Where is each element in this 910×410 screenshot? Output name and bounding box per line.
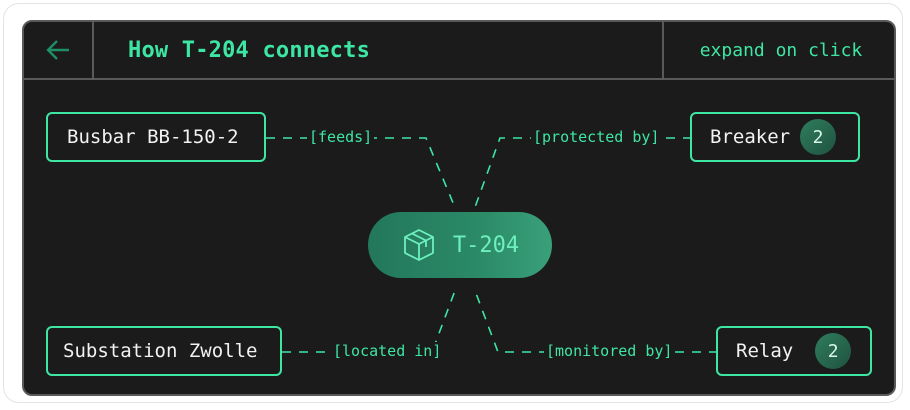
panel-header: How T-204 connects expand on click (24, 22, 894, 80)
count-badge: 2 (800, 119, 837, 155)
node-label: Busbar BB-150-2 (67, 126, 239, 148)
node-relay[interactable]: Relay 2 (716, 326, 872, 376)
graph-canvas: [feeds] [protected by] [located in] [mon… (24, 80, 894, 394)
edge-line-protected-by (473, 137, 692, 211)
edge-label-protected-by: [protected by] (531, 128, 662, 146)
back-button[interactable] (24, 22, 94, 78)
card-frame: How T-204 connects expand on click [feed… (3, 3, 903, 403)
node-label: Breaker (710, 126, 791, 148)
edge-line-feeds (266, 137, 457, 211)
node-busbar[interactable]: Busbar BB-150-2 (46, 112, 266, 162)
arrow-left-icon (46, 40, 69, 60)
edge-label-feeds: [feeds] (307, 128, 375, 146)
center-node-label: T-204 (452, 232, 520, 258)
edge-label-located-in: [located in] (331, 342, 444, 360)
node-label: Substation Zwolle (63, 340, 258, 362)
edge-line-located-in (282, 287, 457, 353)
cube-icon (403, 229, 434, 261)
relationship-panel: How T-204 connects expand on click [feed… (22, 20, 896, 396)
node-substation[interactable]: Substation Zwolle (46, 326, 282, 376)
page-title: How T-204 connects (128, 38, 371, 63)
node-breaker[interactable]: Breaker 2 (690, 112, 860, 162)
edge-label-monitored-by: [monitored by] (544, 342, 675, 360)
count-badge: 2 (815, 333, 852, 369)
node-label: Relay (736, 340, 794, 362)
expand-hint: expand on click (662, 22, 894, 78)
center-node-t204[interactable]: T-204 (368, 212, 552, 278)
